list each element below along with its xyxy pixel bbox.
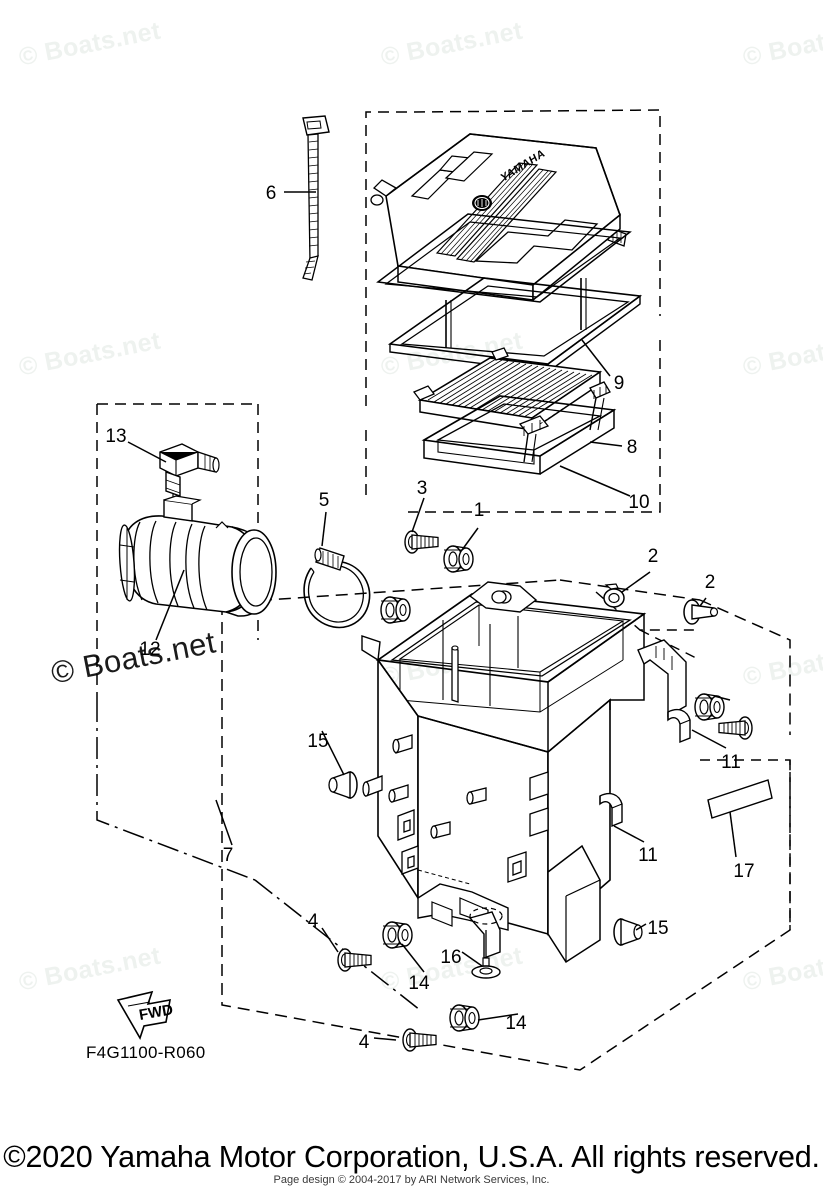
page-design-credit: Page design © 2004-2017 by ARI Network S… bbox=[273, 1174, 550, 1186]
part-grommet-14-b bbox=[449, 1004, 480, 1032]
callout-4b: 4 bbox=[359, 1032, 370, 1053]
part-screw-3-a bbox=[404, 530, 439, 554]
callout-12: 12 bbox=[139, 639, 160, 660]
callout-3: 3 bbox=[417, 478, 428, 499]
part-air-duct-12 bbox=[118, 495, 277, 617]
part-damper-1-b bbox=[380, 596, 411, 624]
yamaha-logo-icon bbox=[472, 195, 492, 211]
assembly-boundary-duct bbox=[96, 403, 259, 700]
part-damper-1-d bbox=[491, 590, 507, 604]
callout-6: 6 bbox=[266, 183, 277, 204]
part-collar-2-a bbox=[603, 583, 625, 608]
fwd-arrow-marker: FWD bbox=[116, 990, 175, 1040]
callout-16: 16 bbox=[440, 947, 461, 968]
part-seal-strip-17 bbox=[707, 779, 773, 819]
part-plug-15-b bbox=[613, 918, 643, 946]
callout-2: 2 bbox=[648, 546, 659, 567]
part-air-cleaner-case-7 bbox=[361, 581, 687, 964]
assembly-boundary-upper bbox=[365, 109, 661, 513]
callout-15: 15 bbox=[307, 731, 328, 752]
callout-15b: 15 bbox=[647, 918, 668, 939]
part-screw-3-b bbox=[718, 716, 753, 740]
footer: ©2020 Yamaha Motor Corporation, U.S.A. A… bbox=[0, 1140, 823, 1175]
callout-8: 8 bbox=[627, 437, 638, 458]
part-bolt-4-b bbox=[402, 1028, 437, 1052]
callout-13: 13 bbox=[105, 426, 126, 447]
part-air-filter-element-8 bbox=[412, 347, 611, 463]
callout-11b: 11 bbox=[638, 845, 658, 866]
part-number-label: F4G1100-R060 bbox=[86, 1043, 206, 1062]
callout-5: 5 bbox=[319, 490, 330, 511]
callout-14b: 14 bbox=[505, 1013, 527, 1034]
assembly-boundary-seal bbox=[700, 759, 791, 930]
callout-17: 17 bbox=[733, 861, 754, 882]
assembly-boundary-lower bbox=[221, 579, 791, 1071]
part-damper-1-a bbox=[443, 545, 474, 573]
part-seal-gasket-10 bbox=[421, 395, 617, 475]
callout-2b: 2 bbox=[705, 572, 716, 593]
leader-lines bbox=[127, 191, 737, 1041]
part-grommet-14-a bbox=[382, 921, 413, 949]
part-joint-fitting-13 bbox=[159, 443, 220, 522]
part-drain-plug-16 bbox=[471, 930, 501, 979]
part-plug-15-a bbox=[328, 771, 358, 799]
callout-11: 11 bbox=[721, 752, 741, 773]
callout-4: 4 bbox=[308, 911, 319, 932]
part-clip-11-a bbox=[667, 708, 691, 743]
callout-14: 14 bbox=[408, 973, 430, 994]
callout-9: 9 bbox=[614, 373, 625, 394]
callout-7: 7 bbox=[223, 845, 234, 866]
part-collar-2-b bbox=[683, 599, 719, 625]
callout-10: 10 bbox=[628, 492, 649, 513]
copyright-text: ©2020 Yamaha Motor Corporation, U.S.A. A… bbox=[3, 1140, 820, 1174]
assembly-boundary-case bbox=[96, 700, 421, 1011]
part-cable-tie-6 bbox=[302, 115, 330, 281]
callout-1: 1 bbox=[474, 500, 485, 521]
part-hose-clamp-5 bbox=[303, 547, 371, 629]
part-air-cleaner-cover-9: YAMAHA bbox=[370, 133, 643, 373]
fwd-label: FWD bbox=[138, 1001, 175, 1024]
callout-labels: 1 2 2 3 4 4 5 6 7 8 9 10 11 11 12 13 14 … bbox=[105, 183, 754, 1053]
